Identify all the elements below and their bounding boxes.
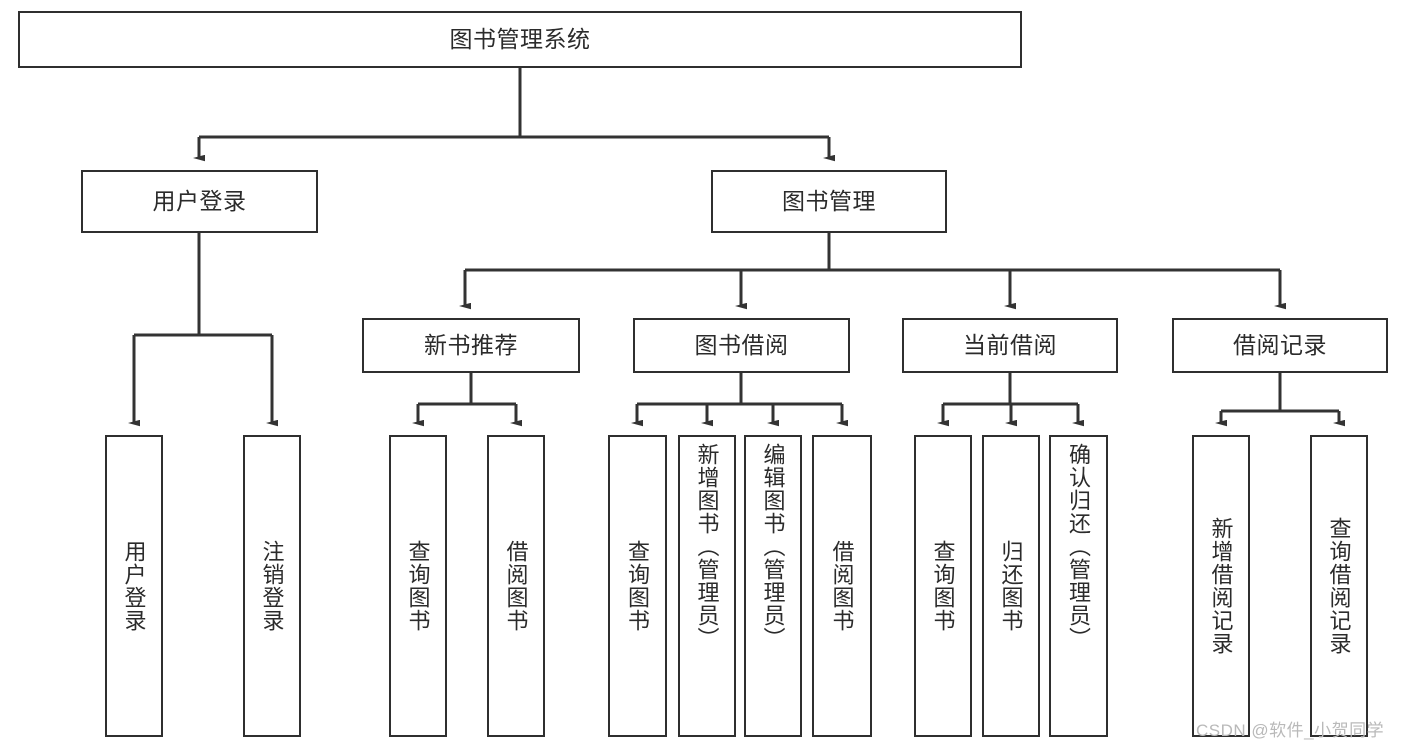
node-label: 新增图书（管理员） — [694, 443, 720, 650]
node-leaf-edit-book-admin[interactable]: 编辑图书（管理员） — [744, 435, 802, 737]
node-label: 查询借阅记录 — [1326, 517, 1352, 655]
user-login-connectors — [128, 233, 278, 427]
node-label: 图书管理 — [782, 188, 876, 215]
book-borrow-connectors — [631, 373, 848, 427]
node-leaf-add-borrow-record[interactable]: 新增借阅记录 — [1192, 435, 1250, 737]
node-label: 当前借阅 — [963, 332, 1057, 359]
node-label: 借阅记录 — [1233, 332, 1327, 359]
node-leaf-query-borrow-record[interactable]: 查询借阅记录 — [1310, 435, 1368, 737]
node-label: 借阅图书 — [503, 540, 529, 632]
node-label: 注销登录 — [259, 540, 285, 632]
node-label: 归还图书 — [998, 540, 1024, 632]
node-leaf-borrow-book[interactable]: 借阅图书 — [812, 435, 872, 737]
book-management-connectors — [459, 233, 1286, 310]
node-label: 查询图书 — [625, 540, 651, 632]
current-borrow-connectors — [937, 373, 1084, 427]
node-borrow-record[interactable]: 借阅记录 — [1172, 318, 1388, 373]
node-current-borrow[interactable]: 当前借阅 — [902, 318, 1118, 373]
node-label: 用户登录 — [152, 188, 247, 215]
node-label: 确认归还（管理员） — [1066, 443, 1092, 650]
node-book-management[interactable]: 图书管理 — [711, 170, 947, 233]
node-book-management-system[interactable]: 图书管理系统 — [18, 11, 1022, 68]
node-leaf-query-book-current[interactable]: 查询图书 — [914, 435, 972, 737]
node-label: 图书管理系统 — [449, 26, 591, 53]
root-to-level1-connectors — [193, 68, 835, 162]
node-label: 查询图书 — [405, 540, 431, 632]
node-label: 借阅图书 — [829, 540, 855, 632]
node-new-book-recommend[interactable]: 新书推荐 — [362, 318, 580, 373]
node-label: 图书借阅 — [694, 332, 789, 359]
node-leaf-return-book[interactable]: 归还图书 — [982, 435, 1040, 737]
borrow-record-connectors — [1215, 373, 1345, 427]
node-leaf-logout-login[interactable]: 注销登录 — [243, 435, 301, 737]
node-leaf-user-login[interactable]: 用户登录 — [105, 435, 163, 737]
node-leaf-borrow-book-recommend[interactable]: 借阅图书 — [487, 435, 545, 737]
node-user-login[interactable]: 用户登录 — [81, 170, 318, 233]
node-leaf-add-book-admin[interactable]: 新增图书（管理员） — [678, 435, 736, 737]
node-leaf-query-book-borrow[interactable]: 查询图书 — [608, 435, 667, 737]
new-book-recommend-connectors — [412, 373, 522, 427]
node-label: 新书推荐 — [424, 332, 518, 359]
node-label: 用户登录 — [121, 540, 147, 632]
node-leaf-query-book-recommend[interactable]: 查询图书 — [389, 435, 447, 737]
node-book-borrow[interactable]: 图书借阅 — [633, 318, 850, 373]
node-leaf-confirm-return-admin[interactable]: 确认归还（管理员） — [1049, 435, 1108, 737]
node-label: 查询图书 — [930, 540, 956, 632]
node-label: 编辑图书（管理员） — [760, 443, 786, 650]
node-label: 新增借阅记录 — [1208, 517, 1234, 655]
